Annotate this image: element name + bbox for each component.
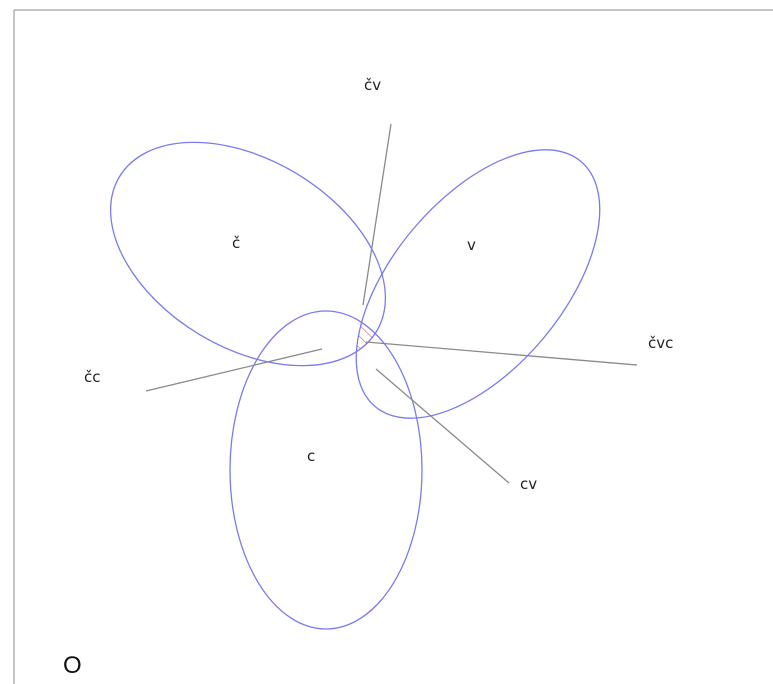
- label-cc-hacek: čc: [84, 368, 101, 386]
- leader-line-cv: [375, 368, 510, 484]
- ellipse-v: [355, 149, 601, 419]
- leader-line-cc-hacek: [145, 348, 323, 392]
- label-cv: cv: [520, 475, 537, 493]
- leader-line-cv-hacek: [362, 123, 392, 306]
- label-v: v: [467, 236, 476, 254]
- label-cvc: čvc: [648, 334, 673, 352]
- ellipse-c-hacek: [109, 141, 387, 367]
- label-c: c: [307, 447, 315, 465]
- triple-intersection-hatch: [310, 311, 422, 412]
- label-cv-hacek: čv: [364, 76, 381, 94]
- corner-label: O: [63, 652, 82, 679]
- label-c-hacek: č: [232, 234, 240, 252]
- leader-line-cvc: [365, 341, 638, 366]
- ellipse-c: [229, 310, 423, 630]
